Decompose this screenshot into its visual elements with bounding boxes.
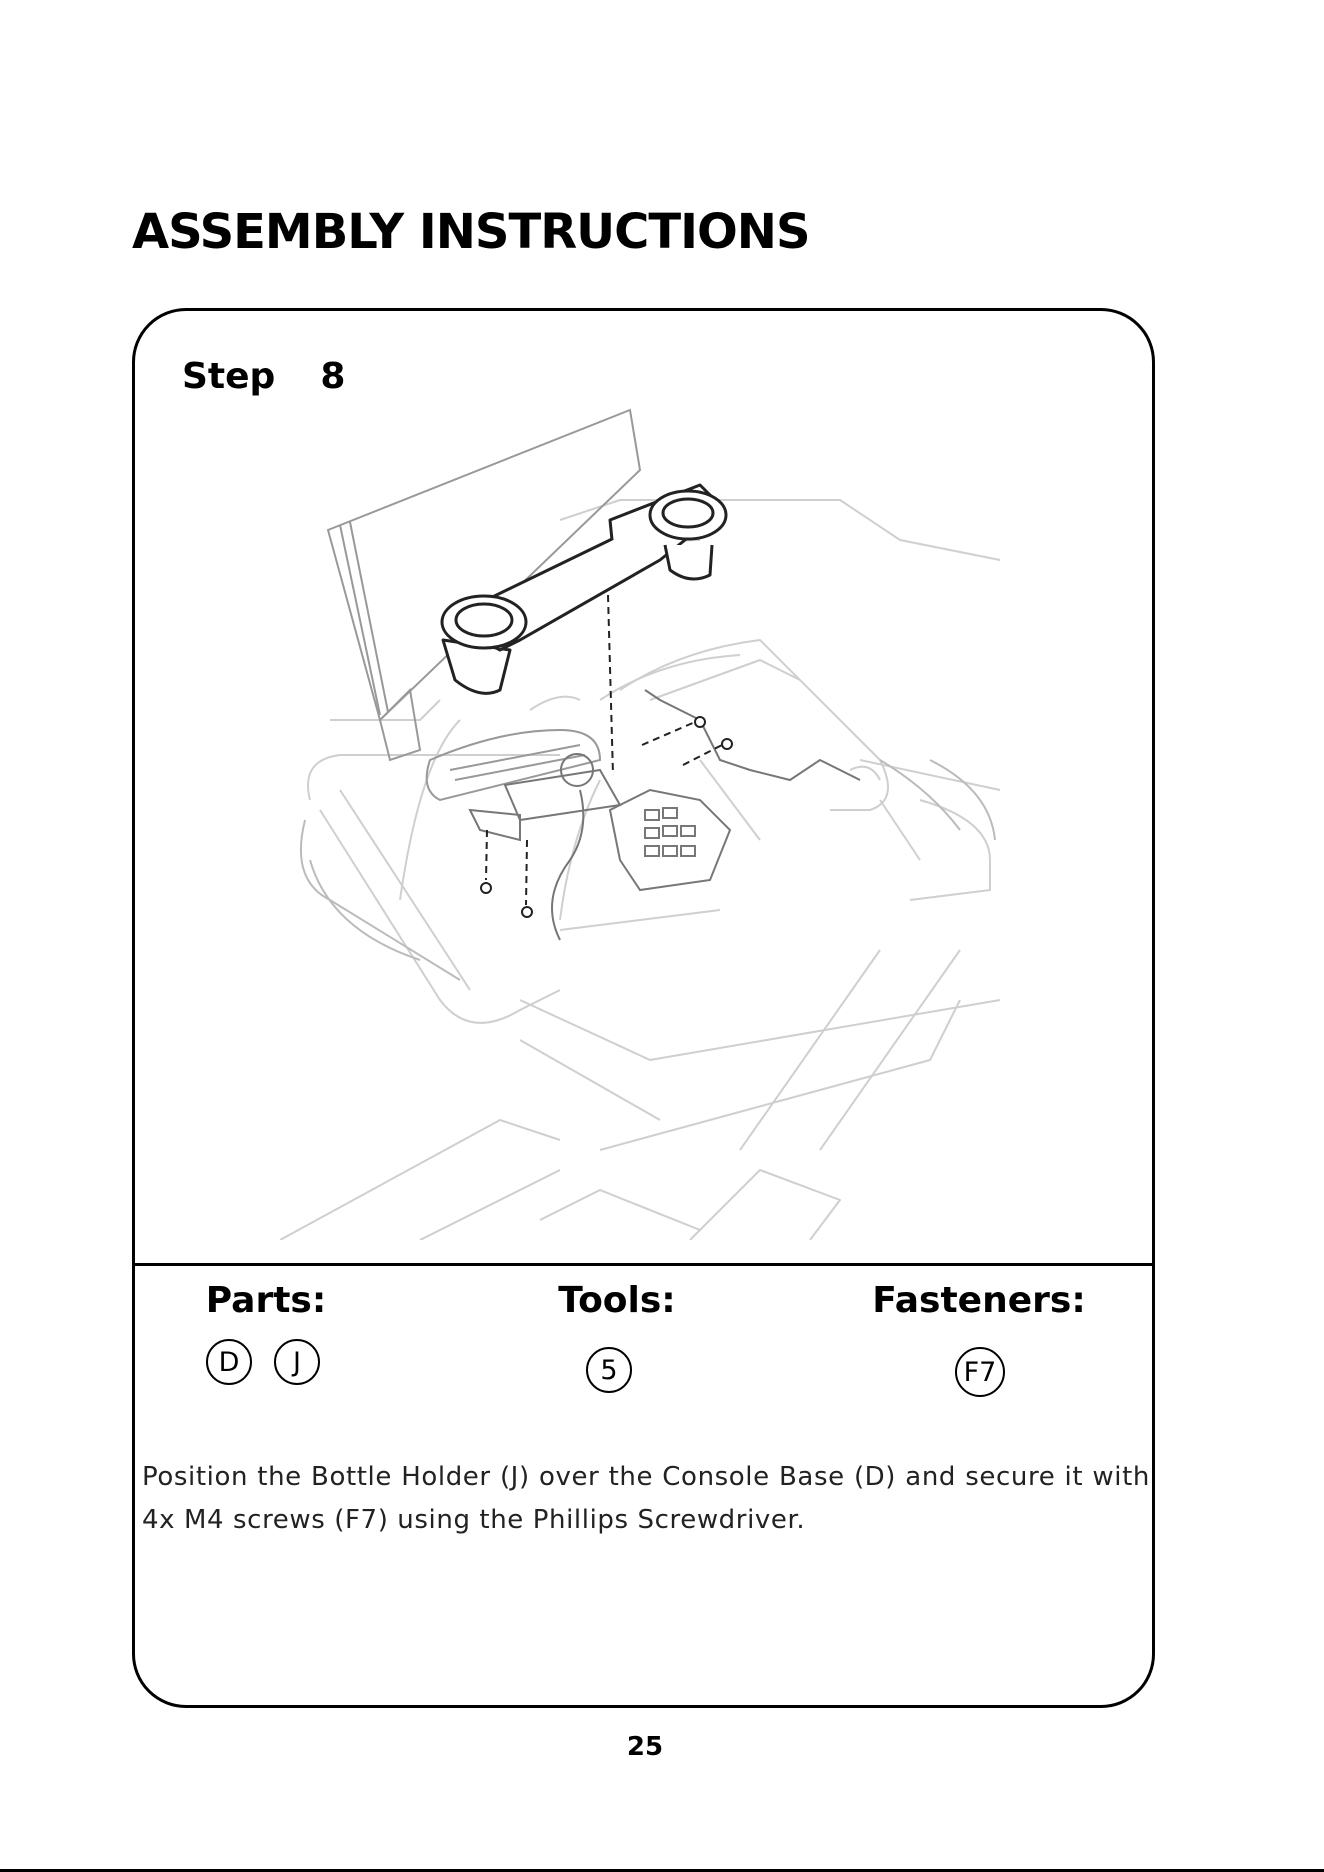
bottle-holder-drawing bbox=[442, 485, 726, 693]
page-title: ASSEMBLY INSTRUCTIONS bbox=[132, 200, 810, 264]
assembly-illustration bbox=[270, 400, 1030, 1240]
treadmill-frame-drawing bbox=[280, 500, 1000, 1240]
alignment-guides bbox=[486, 595, 722, 905]
parts-heading: Parts: bbox=[206, 1280, 327, 1321]
console-base-drawing bbox=[470, 690, 860, 940]
fastener-badge-f7: F7 bbox=[955, 1347, 1005, 1397]
page-number: 25 bbox=[627, 1732, 663, 1762]
fasteners-heading: Fasteners: bbox=[872, 1280, 1085, 1321]
step-title: Step 8 bbox=[182, 356, 345, 397]
step-description: Position the Bottle Holder (J) over the … bbox=[142, 1456, 1150, 1542]
tools-heading: Tools: bbox=[558, 1280, 675, 1321]
part-badge-j: J bbox=[274, 1339, 320, 1385]
section-divider bbox=[133, 1263, 1153, 1266]
tool-badge-5: 5 bbox=[586, 1347, 632, 1393]
part-badge-d: D bbox=[206, 1339, 252, 1385]
